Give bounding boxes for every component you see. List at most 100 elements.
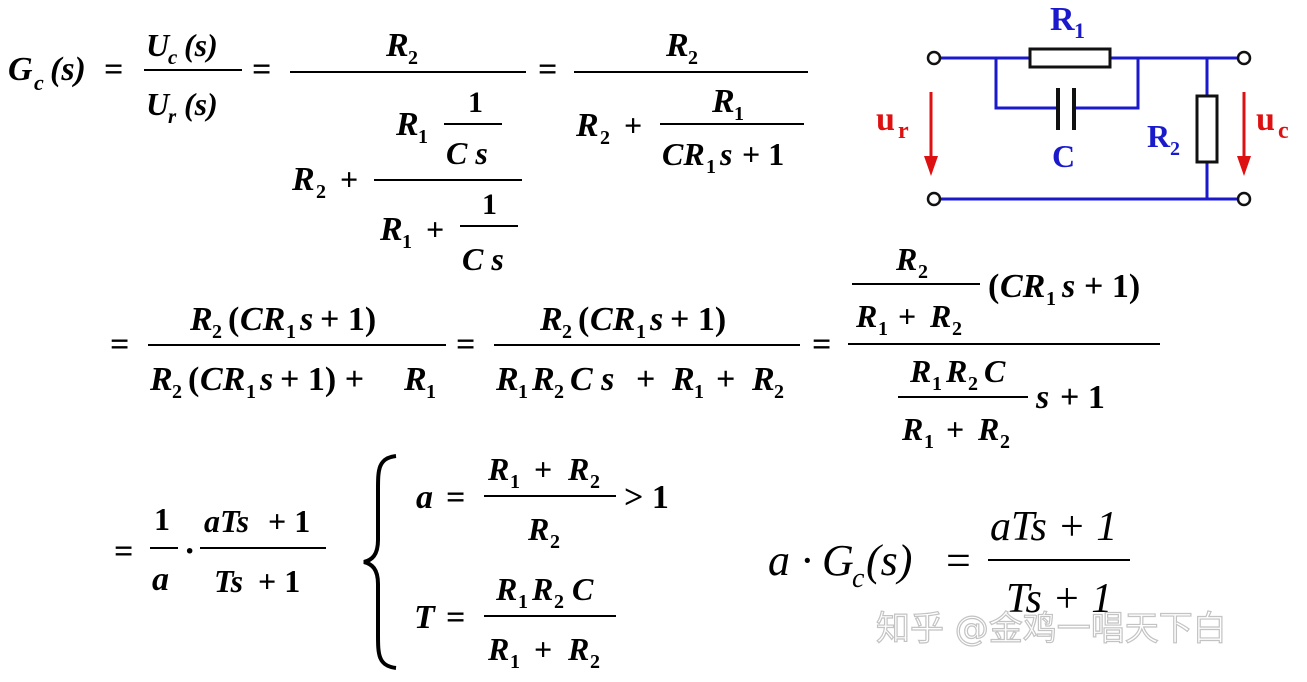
uc-arg: (s) — [184, 27, 218, 63]
ur-label: u — [876, 101, 895, 138]
subscript: 1 — [518, 381, 528, 403]
r-symbol: R — [531, 361, 555, 398]
r-symbol: R — [567, 631, 589, 667]
g-symbol: G — [8, 51, 33, 88]
at-term: aTs — [204, 503, 249, 539]
subscript: 2 — [952, 318, 962, 340]
subscript: 1 — [426, 381, 436, 403]
open-paren: ( — [988, 268, 999, 305]
equals-sign: = — [946, 536, 971, 585]
subscript: 2 — [918, 261, 928, 283]
subscript: 2 — [172, 381, 182, 403]
terminal — [1236, 50, 1252, 66]
equals-sign: = — [110, 326, 129, 363]
equals-sign: = — [114, 533, 133, 570]
subscript: 1 — [418, 126, 428, 148]
r-symbol: R — [495, 361, 519, 398]
open-paren: ( — [578, 301, 589, 338]
cr-term: CR — [200, 361, 245, 398]
r-symbol: R — [751, 361, 775, 398]
final-g: G — [822, 536, 854, 585]
s-term: s — [259, 361, 273, 398]
r-symbol: R — [977, 411, 999, 447]
terminal — [926, 191, 942, 207]
cr-term: CR — [240, 301, 285, 338]
equals-sign: = — [538, 51, 557, 88]
r2-subscript: 2 — [1170, 138, 1180, 160]
cs-term: C s — [446, 135, 488, 171]
plus-sign: + — [898, 298, 916, 334]
subscript: 2 — [590, 651, 600, 673]
ur-arrow-head — [924, 156, 938, 176]
wire — [1076, 58, 1140, 110]
r-symbol: R — [149, 361, 173, 398]
terminal — [1236, 191, 1252, 207]
plus-one: + 1) — [670, 301, 726, 338]
r2-resistor — [1195, 94, 1219, 164]
r-symbol: R — [671, 361, 695, 398]
r-symbol: R — [945, 353, 967, 389]
t-term: Ts — [214, 563, 243, 599]
plus-sign: + — [946, 411, 964, 447]
subscript: 1 — [510, 471, 520, 493]
final-g-arg: (s) — [866, 536, 912, 585]
subscript: 1 — [932, 373, 942, 395]
cr-term: CR — [662, 136, 705, 172]
ur-symbol: U — [146, 86, 171, 122]
final-g-subscript: c — [852, 563, 865, 594]
r-symbol: R — [895, 241, 917, 277]
plus-sign: + — [534, 631, 552, 667]
subscript: 2 — [774, 381, 784, 403]
cr-term: CR — [590, 301, 635, 338]
c-symbol: C — [984, 353, 1006, 389]
r-symbol: R — [487, 631, 509, 667]
numeral: 1 — [482, 188, 497, 221]
plus-one: + 1 — [258, 563, 300, 599]
equals-sign: = — [104, 51, 123, 88]
lead-form-row: = 1 a · aTs + 1 Ts + 1 a = R 1 + R 2 R 2… — [114, 451, 669, 673]
subscript: 1 — [1046, 288, 1056, 310]
g-arg: (s) — [50, 51, 86, 88]
frac1-num-r: R — [385, 27, 409, 64]
final-a: a — [768, 536, 790, 585]
subscript: 2 — [1000, 431, 1010, 453]
equals-sign: = — [252, 51, 271, 88]
r-symbol: R — [711, 83, 735, 120]
r2-label: R — [1147, 118, 1171, 154]
final-numerator: aTs + 1 — [990, 504, 1117, 550]
r-symbol: R — [539, 301, 563, 338]
cs-term: C s — [570, 361, 614, 398]
capacitor-label: C — [1052, 138, 1075, 174]
simplification-row: = R 2 ( CR 1 s + 1) R 2 ( CR 1 s + 1) + … — [110, 241, 1160, 453]
r-symbol: R — [929, 298, 951, 334]
r-symbol: R — [495, 571, 517, 607]
plus-one: + 1) — [320, 301, 376, 338]
subscript: 2 — [550, 531, 560, 553]
subscript: 1 — [694, 381, 704, 403]
plus-sign: + — [636, 361, 655, 398]
ur-subscript: r — [898, 118, 909, 144]
r-symbol: R — [531, 571, 553, 607]
subscript: 1 — [636, 321, 646, 343]
frac2-num-r: R — [665, 27, 689, 64]
subscript: 1 — [924, 431, 934, 453]
plus-sign: + — [534, 451, 552, 487]
wire — [994, 58, 1056, 110]
equals-sign: = — [446, 599, 465, 636]
plus-one: + 1) — [1084, 268, 1140, 305]
subscript: 2 — [590, 471, 600, 493]
r-symbol: R — [909, 353, 931, 389]
r-symbol: R — [487, 451, 509, 487]
s-term: s — [299, 301, 313, 338]
left-brace — [363, 454, 397, 670]
r1-label: R — [1050, 1, 1075, 38]
s-term: s — [719, 136, 732, 172]
subscript: 1 — [518, 591, 528, 613]
equals-sign: = — [446, 479, 465, 516]
ur-arg: (s) — [184, 86, 218, 122]
uc-subscript: c — [168, 45, 178, 69]
equals-sign: = — [812, 326, 831, 363]
subscript: 1 — [286, 321, 296, 343]
